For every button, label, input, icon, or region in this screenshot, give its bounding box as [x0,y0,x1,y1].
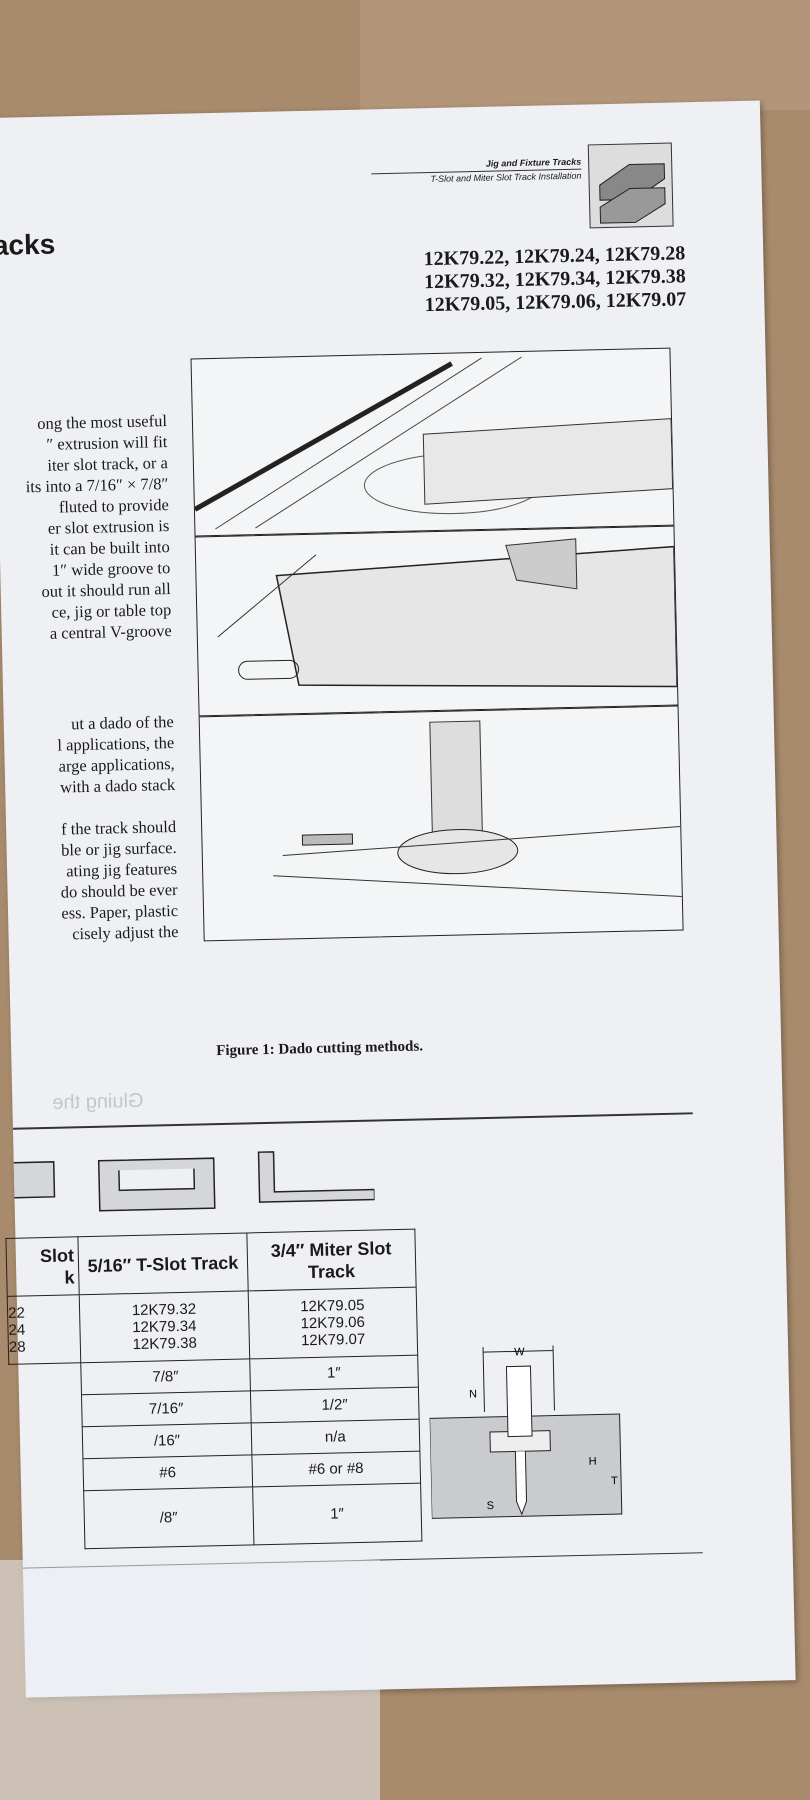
figure-table-saw [190,347,675,537]
thickness-label: T [611,1475,618,1487]
divider [12,1112,693,1130]
table-cell: /16″ [82,1422,252,1459]
table-cell: 12K79.32 12K79.34 12K79.38 [79,1290,250,1363]
table-cell: #6 [83,1454,253,1491]
track-specs-table: Slot k 5/16″ T-Slot Track 3/4″ Miter Slo… [5,1229,422,1551]
part-numbers: 12K79.22, 12K79.24, 12K79.28 12K79.32, 1… [315,242,686,319]
width-label: W [514,1346,525,1358]
n-label: N [469,1388,477,1400]
text-line: with a dado stack [59,774,176,797]
page-title: acks [0,228,56,261]
column-header: Slot k [5,1236,80,1297]
table-cell: 1/2″ [250,1387,420,1423]
table-cell: 12K79.05 12K79.06 12K79.07 [247,1287,418,1359]
figure-caption: Figure 1: Dado cutting methods. [216,1038,424,1060]
text-line: a central V-groove [49,621,172,643]
track-logo-icon [587,142,674,229]
height-label: H [589,1456,597,1468]
column-header: 5/16″ T-Slot Track [78,1232,248,1295]
bleed-through-text: Gluing the [52,1089,144,1114]
figure-router [198,705,684,942]
plastic-wrap [0,1560,380,1800]
figure-radial-saw [194,525,679,717]
table-cell: 7/16″ [81,1390,251,1427]
s-label: S [486,1500,494,1512]
section-label: Jig and Fixture Tracks [485,156,582,169]
document-page: Jig and Fixture Tracks T-Slot and Miter … [0,100,796,1698]
table-cell: /8″ [83,1486,254,1549]
cardboard-flap [360,0,810,110]
text-line: cisely adjust the [72,921,179,944]
table-cell: 22 24 28 [7,1294,81,1365]
table-cell: n/a [250,1419,420,1455]
track-profiles-illustration [13,1151,376,1212]
table-cell: 1″ [249,1355,419,1391]
table-cell: #6 or #8 [251,1451,421,1487]
table-cell: 7/8″ [80,1358,251,1395]
column-header: 3/4″ Miter Slot Track [246,1229,417,1291]
section-subtitle: T-Slot and Miter Slot Track Installation [371,168,582,186]
bolt-dimension-diagram: W N H T S [429,1345,623,1519]
table-cell: 1″ [252,1483,422,1545]
